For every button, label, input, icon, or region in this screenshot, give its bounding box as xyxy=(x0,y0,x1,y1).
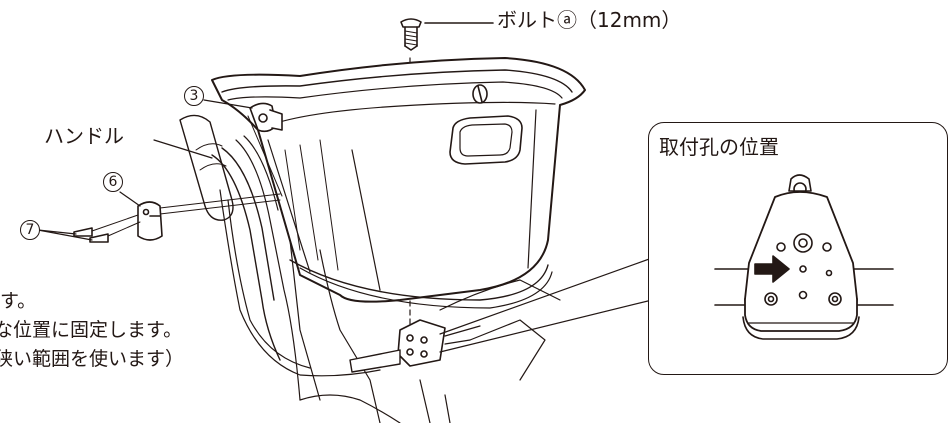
handle-label: ハンドル xyxy=(44,124,124,148)
callout-7: 7 xyxy=(20,220,40,240)
callout-3: 3 xyxy=(184,86,204,106)
inset-title: 取付孔の位置 xyxy=(659,135,779,159)
instruction-line-2: な位置に固定します。 xyxy=(0,319,183,341)
callout-6-leader xyxy=(119,191,141,207)
handlebar xyxy=(179,114,381,401)
clamp-6 xyxy=(137,201,163,241)
basket xyxy=(211,57,586,309)
bolt-icon xyxy=(400,18,422,51)
mount-bracket-3 xyxy=(249,102,283,133)
mounting-hole-inset: 取付孔の位置 xyxy=(648,122,948,375)
mount-plate-drawing xyxy=(714,174,894,340)
stem-frame xyxy=(289,239,561,424)
bolt-label: ボルトⓐ（12mm） xyxy=(497,8,682,32)
handle-leader xyxy=(153,139,213,159)
screws-7 xyxy=(73,214,141,243)
inset-leader-top xyxy=(439,257,653,335)
callout-6: 6 xyxy=(103,172,123,192)
inset-leader-bottom xyxy=(439,299,653,353)
instruction-line-3: 狭い範囲を使います） xyxy=(0,348,185,370)
arrow-right-icon xyxy=(754,255,790,283)
instruction-line-1: す。 xyxy=(0,290,37,312)
callout-3-leader xyxy=(203,99,253,109)
